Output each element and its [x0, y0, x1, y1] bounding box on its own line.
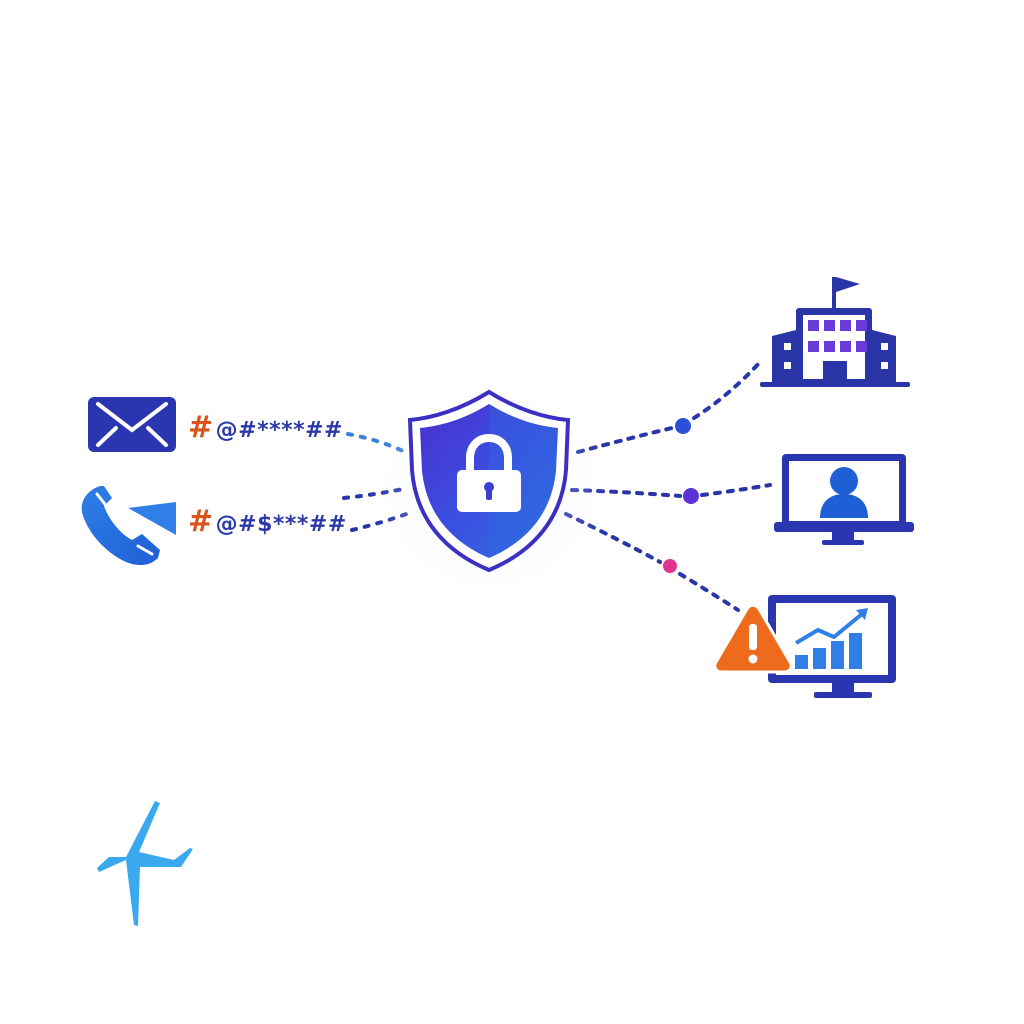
lock-shackle	[466, 433, 512, 470]
connector-node1-building	[692, 358, 764, 420]
connector-node3-alert	[678, 572, 740, 612]
warning-triangle-icon	[713, 603, 793, 674]
monitor-user-icon	[774, 454, 914, 545]
node-analytics-alert	[663, 559, 677, 573]
masked-email-rest: @#****##	[215, 418, 343, 443]
masked-email-text: # @#****##	[188, 410, 343, 445]
building-flag-icon	[760, 277, 910, 387]
connector-shield-node1	[576, 426, 674, 454]
lightning-pulse-logo-icon	[97, 801, 193, 926]
masked-email-lead: #	[188, 410, 214, 445]
node-institution	[675, 418, 691, 434]
masked-phone-lead: #	[188, 504, 214, 539]
masked-phone-text: # @#$***##	[188, 504, 347, 539]
email-envelope-icon	[88, 397, 176, 452]
monitor-chart-warning-icon	[713, 595, 896, 698]
shield-lock-icon	[407, 389, 571, 573]
phone-call-icon	[81, 486, 176, 566]
connector-node2-monitor	[700, 483, 772, 497]
node-user-profile	[683, 488, 699, 504]
masked-phone-rest: @#$***##	[215, 512, 347, 537]
